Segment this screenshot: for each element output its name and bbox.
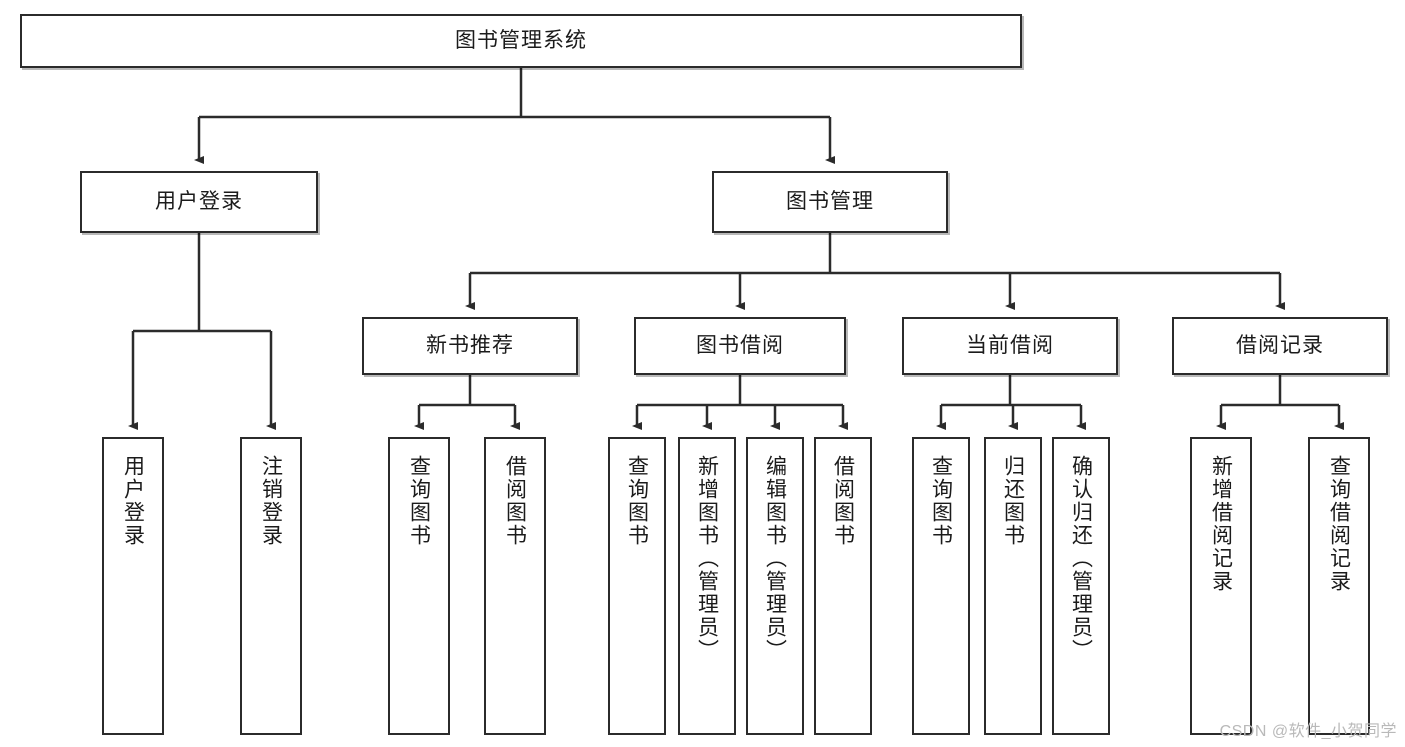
node-records[interactable]: 借阅记录: [1172, 317, 1388, 375]
node-leaf4[interactable]: 借阅图书: [484, 437, 546, 735]
node-bookmgmt[interactable]: 图书管理: [712, 171, 948, 233]
node-leaf9[interactable]: 查询图书: [912, 437, 970, 735]
node-login[interactable]: 用户登录: [80, 171, 318, 233]
node-label: 图书管理: [786, 189, 874, 213]
node-label: 查询图书: [929, 455, 953, 547]
node-root[interactable]: 图书管理系统: [20, 14, 1022, 68]
node-label: 新增图书（管理员）: [695, 455, 719, 662]
node-label: 确认归还（管理员）: [1069, 455, 1093, 662]
node-leaf10[interactable]: 归还图书: [984, 437, 1042, 735]
node-label: 查询图书: [625, 455, 649, 547]
node-leaf1[interactable]: 用户登录: [102, 437, 164, 735]
node-leaf5[interactable]: 查询图书: [608, 437, 666, 735]
node-label: 注销登录: [259, 455, 283, 547]
node-leaf6[interactable]: 新增图书（管理员）: [678, 437, 736, 735]
watermark-text: CSDN @软件_小贺同学: [1219, 723, 1397, 740]
node-label: 借阅图书: [831, 455, 855, 547]
node-leaf7[interactable]: 编辑图书（管理员）: [746, 437, 804, 735]
node-borrow[interactable]: 图书借阅: [634, 317, 846, 375]
node-label: 图书借阅: [696, 333, 784, 357]
node-label: 查询图书: [407, 455, 431, 547]
node-leaf12[interactable]: 新增借阅记录: [1190, 437, 1252, 735]
node-newbooks[interactable]: 新书推荐: [362, 317, 578, 375]
node-label: 归还图书: [1001, 455, 1025, 547]
node-leaf13[interactable]: 查询借阅记录: [1308, 437, 1370, 735]
node-current[interactable]: 当前借阅: [902, 317, 1118, 375]
node-leaf8[interactable]: 借阅图书: [814, 437, 872, 735]
node-label: 图书管理系统: [455, 28, 587, 52]
node-label: 借阅记录: [1236, 333, 1324, 357]
node-label: 编辑图书（管理员）: [763, 455, 787, 662]
node-label: 当前借阅: [966, 333, 1054, 357]
node-label: 用户登录: [155, 189, 243, 213]
node-leaf11[interactable]: 确认归还（管理员）: [1052, 437, 1110, 735]
node-label: 新增借阅记录: [1209, 455, 1233, 593]
node-leaf3[interactable]: 查询图书: [388, 437, 450, 735]
node-label: 用户登录: [121, 455, 145, 547]
node-label: 新书推荐: [426, 333, 514, 357]
node-label: 借阅图书: [503, 455, 527, 547]
node-label: 查询借阅记录: [1327, 455, 1351, 593]
node-leaf2[interactable]: 注销登录: [240, 437, 302, 735]
